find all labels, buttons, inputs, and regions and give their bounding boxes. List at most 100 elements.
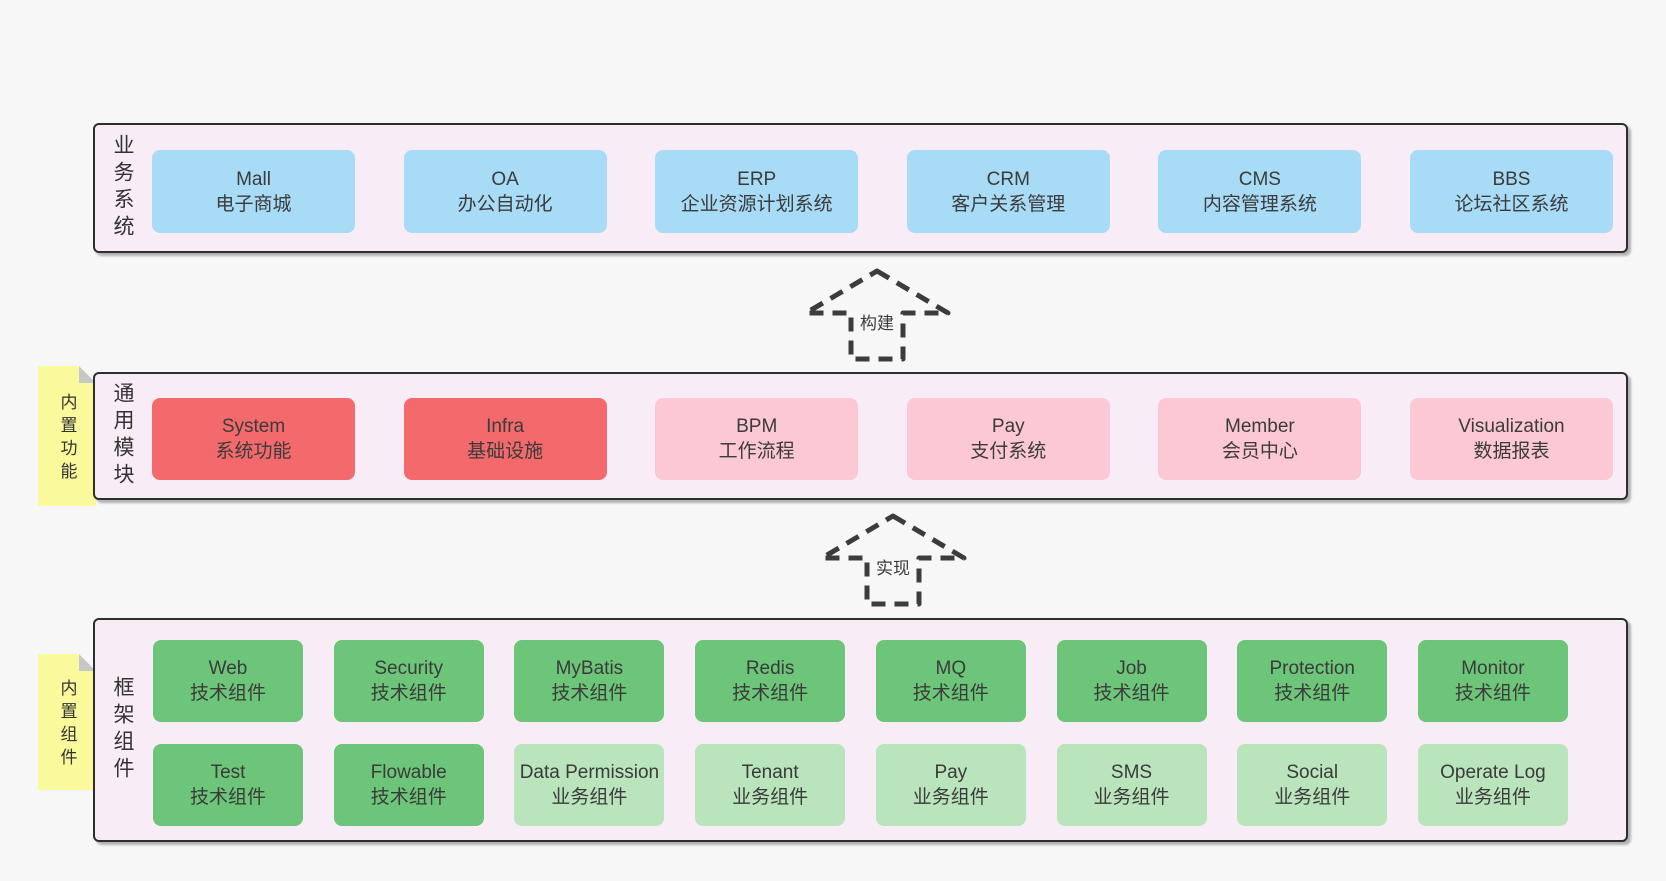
box-title: Web	[208, 658, 248, 679]
box-pay-component: Pay 业务组件	[875, 744, 1026, 826]
box-title: Visualization	[1458, 416, 1565, 437]
box-subtitle: 工作流程	[718, 441, 795, 462]
box-title: Redis	[745, 658, 795, 679]
box-title: OA	[491, 168, 519, 190]
box-title: Social	[1286, 762, 1339, 783]
band-label-framework-components: 框架组件	[111, 676, 134, 784]
arrow-label-build: 构建	[860, 314, 894, 333]
box-member: Member 会员中心	[1158, 398, 1362, 480]
box-title: Operate Log	[1440, 762, 1546, 783]
box-subtitle: 技术组件	[732, 683, 809, 704]
box-subtitle: 办公自动化	[457, 193, 553, 215]
box-subtitle: 技术组件	[1274, 683, 1351, 704]
box-title: BBS	[1492, 168, 1531, 190]
box-title: Monitor	[1461, 658, 1525, 679]
box-title: Tenant	[741, 762, 799, 783]
build-arrow-icon: 构建	[803, 268, 951, 362]
box-operate-log: Operate Log 业务组件	[1417, 744, 1568, 826]
box-mall: Mall 电子商城	[152, 150, 355, 233]
box-subtitle: 企业资源计划系统	[680, 193, 833, 215]
box-mybatis: MyBatis 技术组件	[514, 640, 665, 722]
box-subtitle: 业务组件	[551, 787, 628, 808]
box-protection: Protection 技术组件	[1237, 640, 1388, 722]
box-title: CMS	[1238, 168, 1281, 190]
box-title: MQ	[935, 658, 967, 679]
box-subtitle: 业务组件	[732, 787, 809, 808]
box-title: MyBatis	[555, 658, 624, 679]
box-bbs: BBS 论坛社区系统	[1409, 150, 1613, 233]
box-title: CRM	[986, 168, 1030, 190]
box-title: Mall	[236, 168, 271, 190]
box-title: Protection	[1269, 658, 1355, 679]
box-subtitle: 内容管理系统	[1202, 193, 1317, 215]
box-title: SMS	[1110, 762, 1153, 783]
box-title: Infra	[486, 416, 525, 437]
implement-arrow-icon: 实现	[819, 513, 967, 607]
box-job: Job 技术组件	[1056, 640, 1207, 722]
box-subtitle: 业务组件	[912, 787, 989, 808]
box-oa: OA 办公自动化	[403, 150, 607, 233]
box-subtitle: 技术组件	[189, 683, 266, 704]
sticky-label: 内置功能	[57, 392, 77, 485]
box-title: System	[221, 416, 286, 437]
component-boxes-row-2: Test 技术组件 Flowable 技术组件 Data Permission …	[153, 744, 1568, 826]
box-subtitle: 数据报表	[1473, 441, 1550, 462]
box-monitor: Monitor 技术组件	[1417, 640, 1568, 722]
box-visualization: Visualization 数据报表	[1409, 398, 1613, 480]
box-subtitle: 技术组件	[370, 787, 447, 808]
arrow-label-implement: 实现	[876, 559, 910, 578]
box-subtitle: 技术组件	[551, 683, 628, 704]
box-subtitle: 业务组件	[1093, 787, 1170, 808]
box-subtitle: 技术组件	[1093, 683, 1170, 704]
box-subtitle: 电子商城	[215, 193, 292, 215]
box-security: Security 技术组件	[333, 640, 484, 722]
box-mq: MQ 技术组件	[875, 640, 1026, 722]
box-title: Pay	[934, 762, 968, 783]
box-social: Social 业务组件	[1237, 744, 1388, 826]
band-label-business-systems: 业务系统	[111, 134, 134, 242]
box-subtitle: 客户关系管理	[951, 193, 1066, 215]
box-bpm: BPM 工作流程	[655, 398, 859, 480]
box-title: Pay	[991, 416, 1025, 437]
box-subtitle: 系统功能	[215, 441, 292, 462]
box-subtitle: 支付系统	[970, 441, 1047, 462]
box-subtitle: 业务组件	[1274, 787, 1351, 808]
box-subtitle: 技术组件	[189, 787, 266, 808]
box-redis: Redis 技术组件	[695, 640, 846, 722]
box-subtitle: 基础设施	[467, 441, 544, 462]
sticky-note-built-in-features: 内置功能	[38, 366, 96, 506]
box-title: Member	[1225, 416, 1295, 437]
component-boxes-row-1: Web 技术组件 Security 技术组件 MyBatis 技术组件 Redi…	[153, 640, 1568, 722]
band-framework-components: 框架组件 Web 技术组件 Security 技术组件 MyBatis 技术组件…	[93, 618, 1628, 842]
sticky-note-built-in-components: 内置组件	[38, 654, 96, 790]
box-subtitle: 技术组件	[912, 683, 989, 704]
box-system: System 系统功能	[152, 398, 355, 480]
band-label-common-modules: 通用模块	[111, 382, 134, 490]
box-title: Job	[1116, 658, 1147, 679]
box-title: BPM	[736, 416, 778, 437]
box-title: Data Permission	[519, 762, 660, 783]
box-web: Web 技术组件	[153, 640, 303, 722]
box-subtitle: 会员中心	[1221, 441, 1298, 462]
box-tenant: Tenant 业务组件	[695, 744, 846, 826]
sticky-label: 内置组件	[57, 678, 77, 771]
business-boxes-row: Mall 电子商城 OA 办公自动化 ERP 企业资源计划系统 CRM 客户关系…	[152, 150, 1613, 233]
box-subtitle: 技术组件	[1454, 683, 1531, 704]
box-infra: Infra 基础设施	[403, 398, 607, 480]
box-cms: CMS 内容管理系统	[1158, 150, 1362, 233]
box-subtitle: 论坛社区系统	[1454, 193, 1569, 215]
box-title: ERP	[737, 168, 777, 190]
box-erp: ERP 企业资源计划系统	[655, 150, 859, 233]
box-subtitle: 业务组件	[1454, 787, 1531, 808]
box-title: Security	[374, 658, 444, 679]
box-subtitle: 技术组件	[370, 683, 447, 704]
box-pay-module: Pay 支付系统	[906, 398, 1110, 480]
box-title: Test	[210, 762, 246, 783]
band-business-systems: 业务系统 Mall 电子商城 OA 办公自动化 ERP 企业资源计划系统 CRM…	[93, 123, 1628, 253]
box-test: Test 技术组件	[153, 744, 303, 826]
box-sms: SMS 业务组件	[1056, 744, 1207, 826]
band-common-modules: 通用模块 System 系统功能 Infra 基础设施 BPM 工作流程 Pay…	[93, 372, 1628, 500]
box-title: Flowable	[370, 762, 447, 783]
box-data-permission: Data Permission 业务组件	[514, 744, 665, 826]
